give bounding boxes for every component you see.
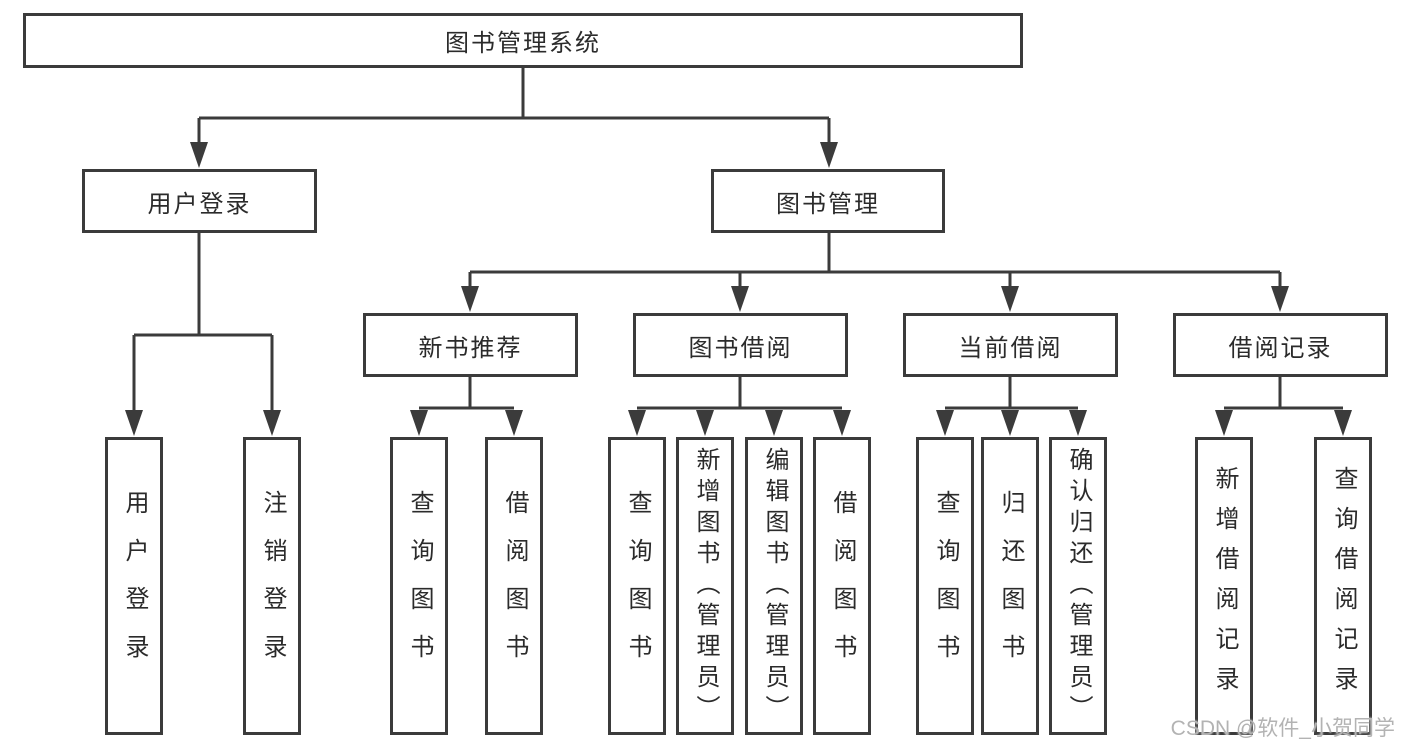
leaf-label: 借阅图书 — [501, 490, 528, 682]
leaf-label: 查询图书 — [932, 490, 959, 682]
connector-book-borrow-children — [628, 377, 851, 436]
connector-root-to-level2 — [190, 68, 838, 168]
leaf-label: 查询图书 — [624, 490, 651, 682]
leaf-label: 查询图书 — [406, 490, 433, 682]
leaf-borrow-books-recommend: 借阅图书 — [485, 437, 543, 735]
leaf-label: 确认归还（管理员） — [1065, 446, 1092, 726]
node-user-login: 用户登录 — [82, 169, 317, 233]
node-label: 借阅记录 — [1228, 334, 1333, 362]
leaf-logout: 注销登录 — [243, 437, 301, 735]
leaf-label: 借阅图书 — [829, 490, 856, 682]
leaf-query-borrow-record: 查询借阅记录 — [1314, 437, 1372, 735]
leaf-add-borrow-record: 新增借阅记录 — [1195, 437, 1253, 735]
connector-new-book-recommend-children — [410, 377, 523, 436]
leaf-query-books-current: 查询图书 — [916, 437, 974, 735]
csdn-watermark: CSDN @软件_小贺同学 — [1170, 717, 1395, 740]
node-label: 图书借阅 — [688, 334, 793, 362]
leaf-return-book: 归还图书 — [981, 437, 1039, 735]
leaf-borrow-books-borrow: 借阅图书 — [813, 437, 871, 735]
node-label: 用户登录 — [147, 190, 252, 218]
leaf-user-login: 用户登录 — [105, 437, 163, 735]
leaf-label: 注销登录 — [259, 490, 286, 682]
connector-borrow-records-children — [1215, 377, 1352, 436]
node-book-management-system: 图书管理系统 — [23, 13, 1023, 68]
leaf-label: 查询借阅记录 — [1330, 466, 1357, 706]
leaf-add-book-admin: 新增图书（管理员） — [676, 437, 734, 735]
node-label: 图书管理 — [776, 190, 880, 218]
node-borrow-records: 借阅记录 — [1173, 313, 1388, 377]
leaf-edit-book-admin: 编辑图书（管理员） — [745, 437, 803, 735]
leaf-label: 编辑图书（管理员） — [761, 446, 788, 726]
connector-current-borrow-children — [936, 377, 1087, 436]
leaf-confirm-return-admin: 确认归还（管理员） — [1049, 437, 1107, 735]
leaf-label: 新增图书（管理员） — [692, 446, 719, 726]
connector-user-login-children — [125, 232, 281, 436]
leaf-query-books-borrow: 查询图书 — [608, 437, 666, 735]
node-new-book-recommend: 新书推荐 — [363, 313, 578, 377]
leaf-label: 新增借阅记录 — [1211, 466, 1238, 706]
leaf-label: 归还图书 — [997, 490, 1024, 682]
node-label: 当前借阅 — [958, 334, 1063, 362]
node-book-management: 图书管理 — [711, 169, 945, 233]
node-book-borrow: 图书借阅 — [633, 313, 848, 377]
node-label: 新书推荐 — [418, 334, 523, 362]
node-current-borrow: 当前借阅 — [903, 313, 1118, 377]
leaf-query-books-recommend: 查询图书 — [390, 437, 448, 735]
leaf-label: 用户登录 — [121, 490, 148, 682]
node-label: 图书管理系统 — [445, 30, 601, 57]
connector-book-management-children — [461, 233, 1289, 312]
